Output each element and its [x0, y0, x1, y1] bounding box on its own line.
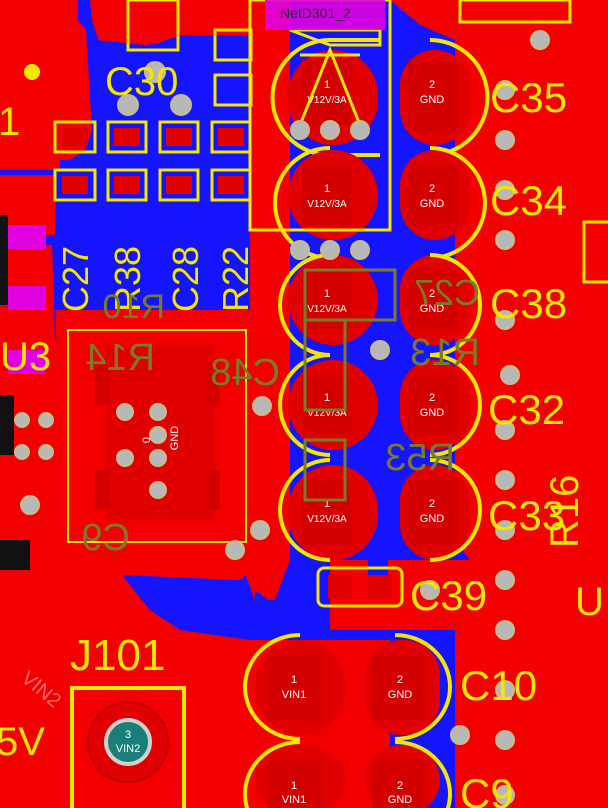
pad-c38-2-num: 2 — [429, 288, 435, 300]
label-c27-bottom: C27 — [414, 272, 480, 313]
label-r53: R53 — [385, 437, 455, 479]
copper-clearance — [0, 215, 30, 570]
label-c27: C27 — [55, 246, 96, 312]
pad-labels: 1 V12V/3A 2 GND 1 V12V/3A 2 GND 1 V12V/3… — [282, 79, 445, 806]
pad-c9-2-net: GND — [388, 794, 413, 806]
label-right-u: U — [575, 580, 604, 624]
pad-c10-1-num: 1 — [291, 674, 297, 686]
pad-c32-2-num: 2 — [429, 392, 435, 404]
pad-c35-1-net: V12V/3A — [307, 95, 347, 106]
label-c10: C10 — [460, 662, 537, 709]
smd-small-parts — [53, 0, 253, 202]
label-c38: C38 — [490, 280, 567, 327]
right-edge-outline — [582, 220, 608, 284]
label-right-r: R16 — [543, 475, 587, 548]
bottom-silkscreen-labels: C48 R13 R14 R53 C27 R10 C9 — [81, 272, 480, 559]
top-silkscreen-labels: C30 C35 C34 C38 C32 C33 C39 C10 C9 J101 … — [0, 60, 604, 808]
pad-c33-2-num: 2 — [429, 498, 435, 510]
label-c9-ghost: C9 — [81, 517, 130, 559]
ic-pad-net: GND — [169, 426, 181, 451]
pad-c10-2-num: 2 — [397, 674, 403, 686]
pad-c34-1-num: 1 — [324, 183, 330, 195]
pad-c38-1-num: 1 — [324, 288, 330, 300]
label-c30: C30 — [105, 60, 178, 104]
pad-c9-2-num: 2 — [397, 780, 403, 792]
top-right-outline — [458, 0, 572, 24]
pad-c9-1-net: VIN1 — [282, 794, 306, 806]
pin1-marker — [24, 64, 40, 80]
pad-c34-1-net: V12V/3A — [307, 199, 347, 210]
pad-c10-1-net: VIN1 — [282, 689, 306, 701]
pad-c35-1-num: 1 — [324, 79, 330, 91]
label-left-1: 1 — [0, 100, 20, 144]
label-c39: C39 — [410, 572, 487, 619]
pad-c32-1-net: V12V/3A — [307, 408, 347, 419]
label-c34: C34 — [490, 177, 567, 224]
ic-pad-num: 0 — [141, 437, 153, 443]
label-c9: C9 — [460, 770, 514, 808]
cap-c34[interactable] — [273, 146, 487, 260]
label-r10: R10 — [103, 288, 165, 326]
pad-c35-2-net: GND — [420, 94, 445, 106]
bottom-silkscreen — [303, 268, 397, 502]
vias — [14, 30, 550, 805]
cap-c32[interactable] — [278, 353, 482, 457]
label-c48: C48 — [210, 352, 280, 394]
cap-c10[interactable] — [243, 633, 452, 741]
pad-c34-2-net: GND — [420, 198, 445, 210]
pad-c38-2-net: GND — [420, 303, 445, 315]
pad-c10-2-net: GND — [388, 689, 413, 701]
label-c35: C35 — [490, 74, 567, 121]
pad-c34-2-num: 2 — [429, 183, 435, 195]
label-r22: R22 — [215, 246, 256, 312]
smd-pads — [62, 128, 244, 194]
net-highlight — [265, 0, 385, 30]
j101-pad-net: VIN2 — [116, 743, 140, 755]
connector-j101[interactable]: 3 VIN2 — [70, 686, 186, 808]
left-edge-pads — [8, 225, 46, 374]
pad-c33-2-net: GND — [420, 513, 445, 525]
pad-c33-1-num: 1 — [324, 498, 330, 510]
pad-c32-1-num: 1 — [324, 392, 330, 404]
label-c32: C32 — [488, 386, 565, 433]
label-c33: C33 — [488, 492, 565, 539]
pad-c9-1-num: 1 — [291, 780, 297, 792]
pad-c32-2-net: GND — [420, 407, 445, 419]
label-r38: R38 — [107, 246, 148, 312]
pad-c35-2-num: 2 — [429, 79, 435, 91]
label-c28: C28 — [165, 246, 206, 312]
net-label: NetD301_2 — [280, 5, 351, 21]
label-j101: J101 — [70, 631, 165, 680]
cap-c39[interactable] — [316, 566, 404, 608]
pad-c38-1-net: V12V/3A — [307, 304, 347, 315]
pad-c33-1-net: V12V/3A — [307, 514, 347, 525]
label-u3: U3 — [0, 335, 51, 379]
j101-pad-num: 3 — [125, 729, 131, 741]
cap-c9[interactable] — [243, 740, 452, 808]
label-r14: R14 — [85, 337, 155, 379]
label-r13: R13 — [410, 332, 480, 374]
label-5v: 5V — [0, 720, 45, 764]
